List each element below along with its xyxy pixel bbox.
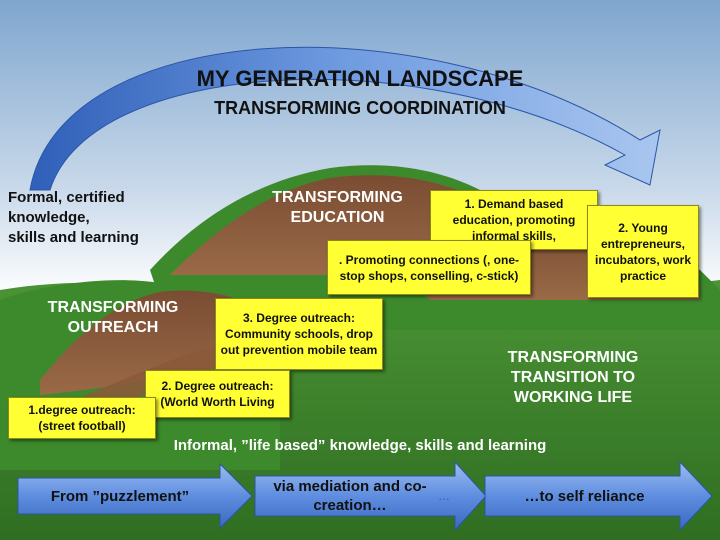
informal-knowledge-label: Informal, ”life based” knowledge, skills… <box>173 437 547 454</box>
block-arrow-icon <box>484 460 713 532</box>
note-young-entrepreneurs: 2. Young entrepreneurs, incubators, work… <box>587 205 699 298</box>
arrow-label-self-reliance: …to self reliance <box>524 487 645 505</box>
note-promoting-connections: . Promoting connections (, one-stop shop… <box>327 240 531 295</box>
page-subtitle: TRANSFORMING COORDINATION <box>214 98 506 118</box>
hill-label-transition: TRANSFORMING TRANSITION TO WORKING LIFE <box>507 349 639 406</box>
page-title: MY GENERATION LANDSCAPE <box>196 66 524 91</box>
arrow-label-mediation: via mediation and co-creation… … <box>262 476 450 516</box>
arrow-label-ellipsis: … <box>438 488 450 503</box>
note-degree-outreach-2: 2. Degree outreach: (World Worth Living <box>145 370 290 418</box>
block-arrow-icon <box>254 460 487 532</box>
hill-label-outreach: TRANSFORMING OUTREACH <box>47 299 179 336</box>
arrow-label-puzzlement: From ”puzzlement” <box>50 487 190 505</box>
arrow-label-mediation-text: via mediation and co-creation… <box>273 478 427 514</box>
hill-outreach-brown <box>40 290 270 395</box>
hill-label-education: TRANSFORMING EDUCATION <box>272 189 403 226</box>
block-arrow-icon <box>17 462 253 530</box>
curved-arrow-icon <box>29 46 661 191</box>
note-degree-outreach-1: 1.degree outreach: (street football) <box>8 397 156 439</box>
formal-knowledge-label: Formal, certified knowledge, skills and … <box>8 189 139 246</box>
note-degree-outreach-3: 3. Degree outreach: Community schools, d… <box>215 298 383 370</box>
